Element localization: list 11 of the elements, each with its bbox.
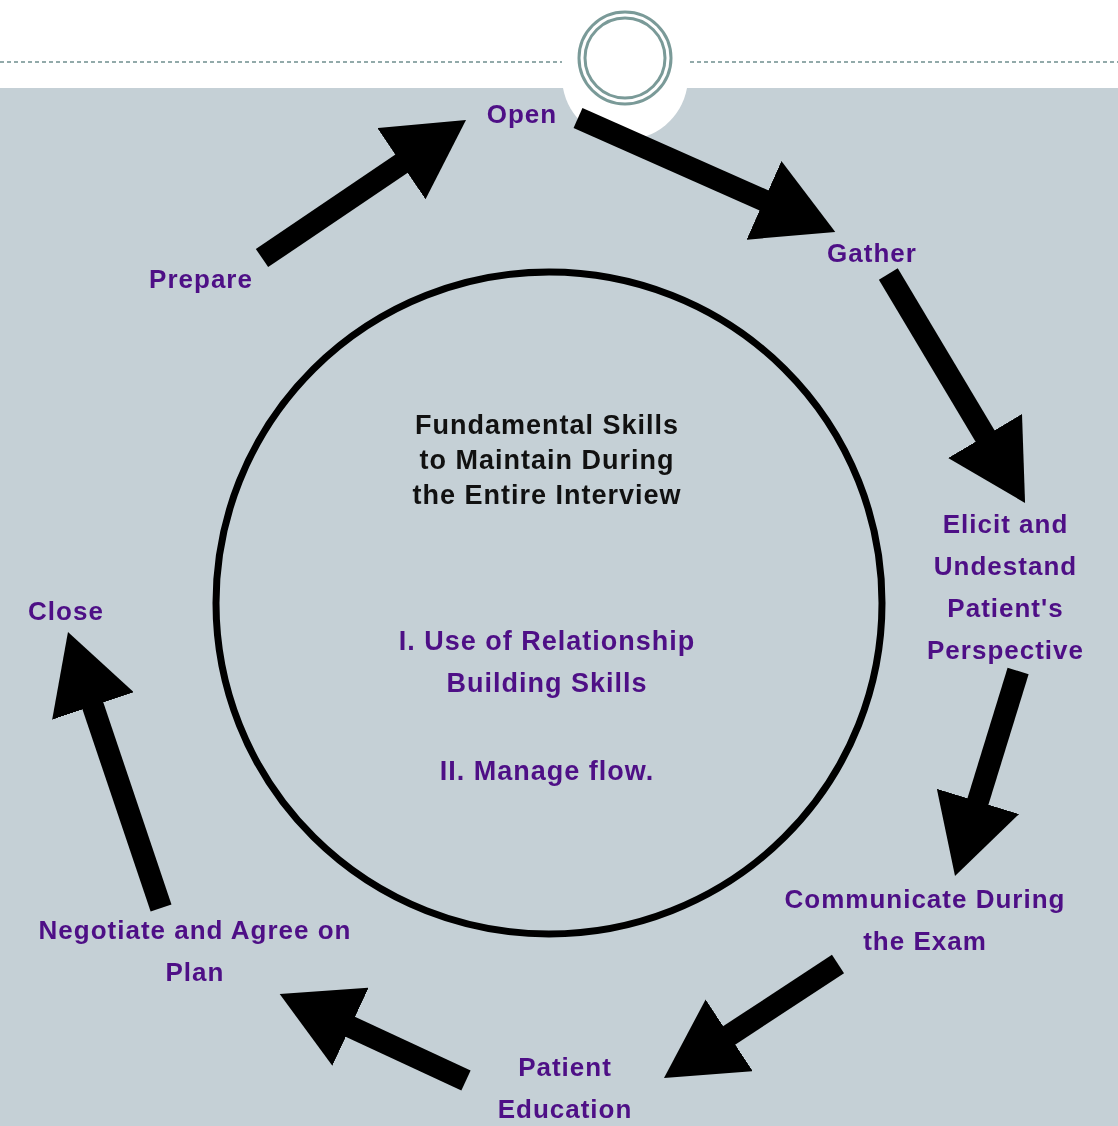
stage-label: Open bbox=[486, 98, 558, 131]
stage-label: Communicate During the Exam bbox=[783, 883, 1067, 958]
skill-text: II. Manage flow. bbox=[438, 755, 656, 788]
stage-label: Elicit and Undestand Patient's Perspective bbox=[926, 508, 1085, 667]
skill-text: I. Use of Relationship Building Skills bbox=[397, 625, 697, 700]
circle-heading: Fundamental Skills to Maintain During the Entire Interview bbox=[411, 409, 683, 512]
stage-label: Patient Education bbox=[496, 1051, 634, 1126]
stage-label: Gather bbox=[827, 237, 917, 270]
stage-label: Close bbox=[28, 595, 104, 628]
stage-label: Negotiate and Agree on Plan bbox=[37, 914, 353, 989]
stage-label: Prepare bbox=[149, 263, 253, 296]
